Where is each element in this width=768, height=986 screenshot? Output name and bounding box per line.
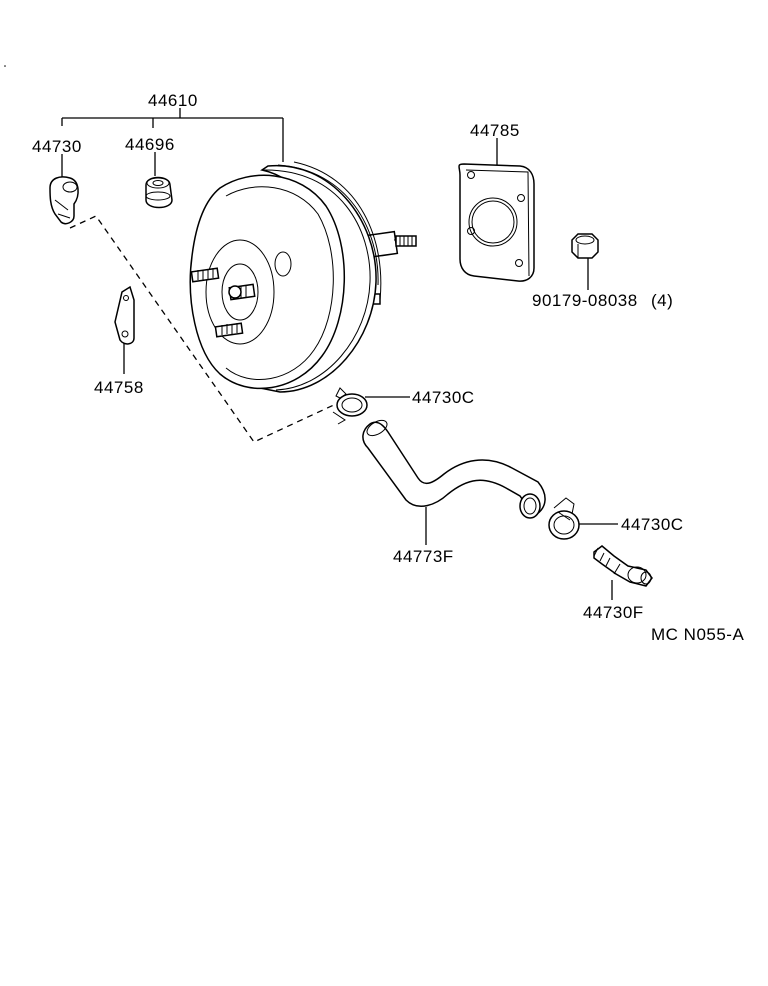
gasket-part (458, 163, 535, 282)
nut-part (571, 233, 599, 259)
clamp-upper-part (332, 387, 368, 425)
check-valve-part (49, 176, 79, 225)
label-grommet: 44696 (125, 135, 175, 154)
corner-dot (4, 65, 6, 67)
label-booster-assembly: 44610 (148, 91, 198, 110)
label-gasket: 44785 (470, 121, 520, 140)
label-bracket: 44758 (94, 378, 144, 397)
leader-lines (61, 108, 618, 600)
dashed-route-line (69, 215, 339, 443)
label-union-fitting: 44730F (583, 603, 644, 622)
label-clamp-upper: 44730C (412, 388, 475, 407)
clamp-lower-part (548, 497, 580, 540)
label-nut: 90179-08038 (532, 291, 638, 310)
label-vacuum-hose: 44773F (393, 547, 454, 566)
label-clamp-lower: 44730C (621, 515, 684, 534)
illustration-code: MC N055-A (651, 625, 744, 644)
union-fitting-part (593, 545, 653, 587)
label-check-valve: 44730 (32, 137, 82, 156)
grommet-part (145, 176, 173, 209)
bracket-part (114, 285, 135, 345)
brake-booster-part (189, 161, 417, 393)
vacuum-hose-part (362, 419, 546, 519)
label-nut-quantity: (4) (651, 291, 673, 310)
